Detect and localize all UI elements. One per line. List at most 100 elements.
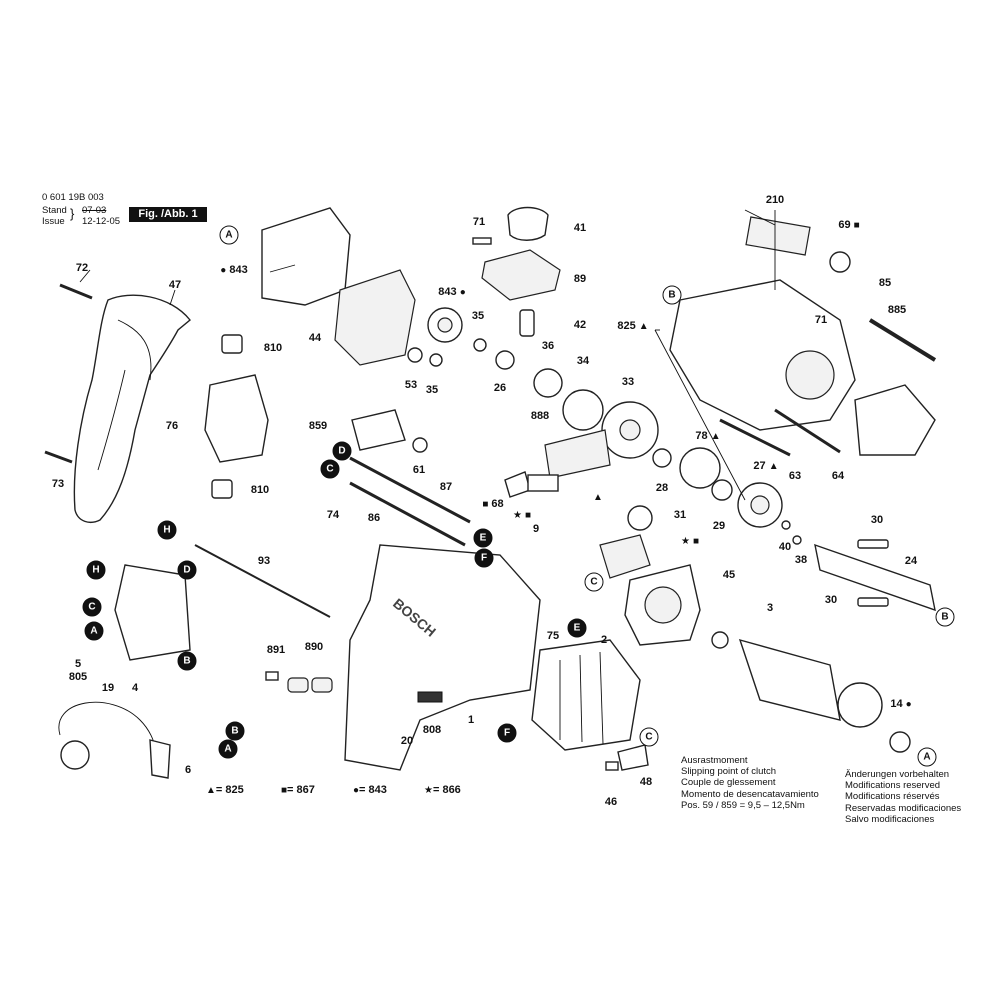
part-label-71b: 71 <box>814 314 828 326</box>
part-label-89: 89 <box>573 273 587 285</box>
slider-C <box>599 534 651 579</box>
legend-square: ■= 867 <box>281 784 315 796</box>
part-label-20: 20 <box>400 735 414 747</box>
part-label-38: 38 <box>794 554 808 566</box>
legend-triangle: ▲= 825 <box>206 784 244 796</box>
callout-A: A <box>219 225 239 245</box>
ring-29 <box>711 479 733 501</box>
part-label-35b: 35 <box>425 384 439 396</box>
screw-72 <box>59 283 93 300</box>
ring-78 <box>679 447 721 489</box>
modifications-note: Änderungen vorbehalten Modifications res… <box>845 769 961 825</box>
part-label-45: 45 <box>722 569 736 581</box>
part-label-891: 891 <box>266 644 286 656</box>
part-label-72: 72 <box>75 262 89 274</box>
square-icon: ■ <box>692 536 700 547</box>
callout-H: H <box>157 520 177 540</box>
part-label-53: 53 <box>404 379 418 391</box>
part-label-9: 9 <box>532 523 540 535</box>
gear-34 <box>562 389 604 431</box>
part-label-805: 805 <box>68 671 88 683</box>
part-label-2: 2 <box>600 634 608 646</box>
modifications-line: Modifications reserved <box>845 780 941 792</box>
callout-A-2: A <box>84 621 104 641</box>
callout-A-4: A <box>917 747 937 767</box>
cable-93 <box>194 544 331 618</box>
field-2 <box>531 639 641 751</box>
gear-36 <box>533 368 563 398</box>
stand-label: Stand <box>42 205 67 216</box>
part-label-14: 14 ● <box>890 698 912 710</box>
gear-859 <box>351 409 406 451</box>
clutch-note: Ausrastmoment Slipping point of clutch C… <box>681 755 819 811</box>
part-label-19: 19 <box>101 682 115 694</box>
washer-35 <box>429 353 443 367</box>
plug-805 <box>60 740 90 770</box>
star-square-marker-2: ★ ■ <box>681 535 699 547</box>
part-label-859: 859 <box>308 420 328 432</box>
bearing-3 <box>711 631 729 649</box>
modifications-line: Salvo modificaciones <box>845 813 935 825</box>
rod-86 <box>349 481 466 547</box>
modifications-line: Änderungen vorbehalten <box>845 769 950 780</box>
part-label-28: 28 <box>655 482 669 494</box>
modifications-line: Modifications réservés <box>845 791 940 803</box>
rod-87 <box>349 456 471 524</box>
part-label-87: 87 <box>439 481 453 493</box>
washer-35b <box>473 338 487 352</box>
part-label-48: 48 <box>639 776 653 788</box>
part-label-30b: 30 <box>824 594 838 606</box>
callout-B-3: B <box>225 721 245 741</box>
part-label-64: 64 <box>831 470 845 482</box>
screw-73 <box>44 450 73 464</box>
part-label-885: 885 <box>887 304 907 316</box>
label-808 <box>417 691 443 703</box>
part-label-71: 71 <box>472 216 486 228</box>
part-label-61: 61 <box>412 464 426 476</box>
square-icon: ■ <box>853 220 860 231</box>
callout-F: F <box>474 548 494 568</box>
switch-888 <box>544 429 611 479</box>
spring-71 <box>472 237 492 245</box>
issue-label: Issue <box>42 216 65 227</box>
callout-B: B <box>662 285 682 305</box>
part-label-74: 74 <box>326 509 340 521</box>
clutch-note-line: Slipping point of clutch <box>681 766 777 778</box>
brace-icon: } <box>70 206 75 221</box>
part-label-808: 808 <box>422 724 442 736</box>
callout-D-2: D <box>177 560 197 580</box>
bracket-89 <box>481 249 561 301</box>
triangle-icon: ▲ <box>206 785 216 796</box>
part-number: 0 601 19B 003 <box>42 192 104 203</box>
part-label-843: ● 843 <box>220 264 248 276</box>
screw-46 <box>605 761 619 771</box>
screw-63 <box>719 418 791 457</box>
ring-31 <box>627 505 653 531</box>
part-label-6: 6 <box>184 764 192 776</box>
dot-icon: ● <box>459 287 466 298</box>
part-label-36: 36 <box>541 340 555 352</box>
triangle-marker: ▲ <box>593 491 603 503</box>
brush-holder <box>204 374 269 463</box>
part-label-73: 73 <box>51 478 65 490</box>
ball-38 <box>792 535 802 545</box>
part-label-888: 888 <box>530 410 550 422</box>
part-label-78: 78 ▲ <box>695 430 721 442</box>
part-label-44: 44 <box>308 332 322 344</box>
part-label-41: 41 <box>573 222 587 234</box>
bracket-48 <box>617 744 649 771</box>
square-icon: ■ <box>524 510 532 521</box>
handle-shell <box>73 294 191 523</box>
switch-4 <box>114 564 191 661</box>
star-icon: ★ <box>680 536 690 547</box>
square-icon: ■ <box>482 499 489 510</box>
part-label-30: 30 <box>870 514 884 526</box>
star-square-marker: ★ ■ <box>513 509 531 521</box>
part-label-63: 63 <box>788 470 802 482</box>
gear-26 <box>495 350 515 370</box>
part-label-890: 890 <box>304 641 324 653</box>
part-label-93: 93 <box>257 555 271 567</box>
part-label-34: 34 <box>576 355 590 367</box>
callout-B-4: B <box>935 607 955 627</box>
